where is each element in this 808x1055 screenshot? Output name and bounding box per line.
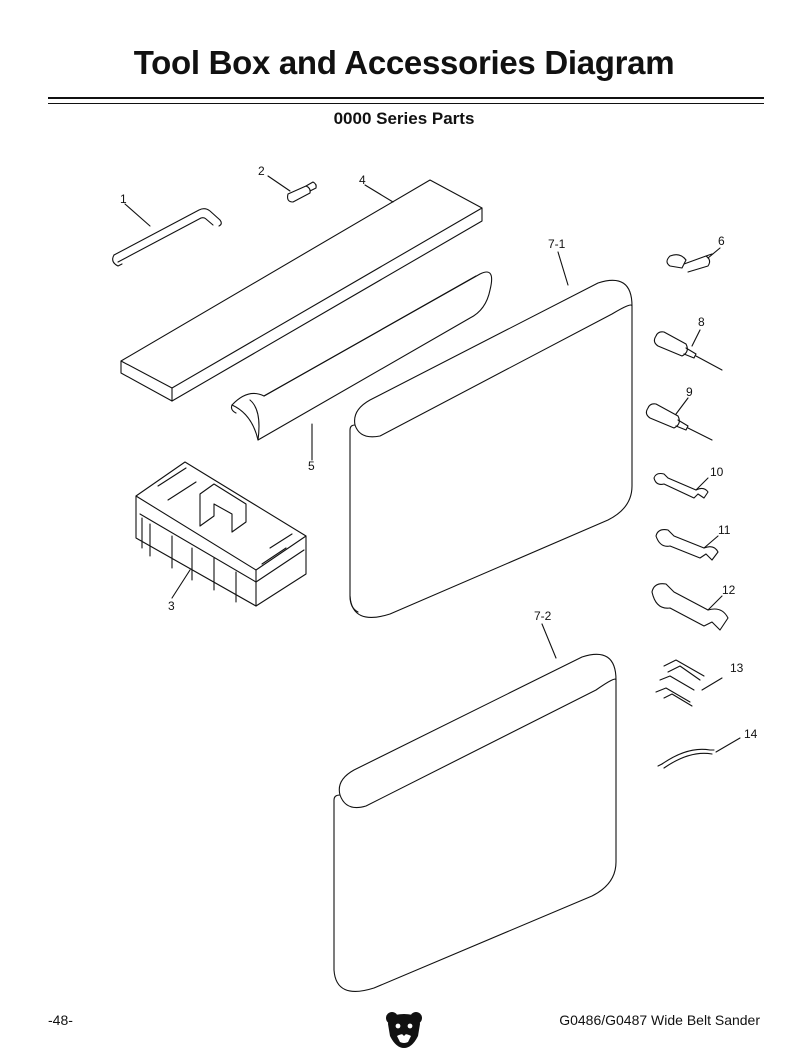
footer-model: G0486/G0487 Wide Belt Sander	[559, 1012, 760, 1028]
part-13-hex-wrench-set	[655, 659, 723, 707]
callout-3: 3	[168, 599, 175, 613]
callout-8: 8	[698, 315, 705, 329]
callout-7-2: 7-2	[534, 609, 552, 623]
callout-13: 13	[730, 661, 744, 675]
part-3-toolbox	[135, 461, 307, 607]
part-1-hex-wrench	[112, 203, 222, 267]
callout-1: 1	[120, 192, 127, 206]
part-14-cable	[657, 737, 741, 769]
page-number: -48-	[48, 1012, 73, 1028]
page-title: Tool Box and Accessories Diagram	[133, 44, 675, 81]
part-7-1-belt	[349, 251, 633, 618]
part-10-wrench	[653, 472, 709, 499]
callout-11: 11	[718, 523, 731, 537]
callout-7-1: 7-1	[548, 237, 566, 251]
callout-14: 14	[744, 727, 758, 741]
callout-9: 9	[686, 385, 693, 399]
part-5-half-cylinder	[230, 271, 493, 461]
part-12-wrench	[651, 583, 729, 631]
part-8-screwdriver	[653, 329, 723, 371]
part-9-screwdriver	[645, 397, 713, 441]
callout-4: 4	[359, 173, 366, 187]
callout-6: 6	[718, 234, 725, 248]
title-rule-thin	[48, 103, 764, 104]
part-4-board	[120, 179, 483, 402]
callout-2: 2	[258, 164, 265, 178]
part-7-2-belt	[333, 623, 617, 992]
part-11-wrench	[655, 529, 719, 561]
callout-12: 12	[722, 583, 736, 597]
title-rule-thick	[48, 97, 764, 99]
part-2-pin	[267, 175, 317, 203]
grizzly-bear-head-icon	[386, 1012, 422, 1048]
callout-10: 10	[710, 465, 724, 479]
callout-5: 5	[308, 459, 315, 473]
part-6-key	[666, 247, 721, 273]
page-subtitle: 0000 Series Parts	[333, 109, 475, 128]
